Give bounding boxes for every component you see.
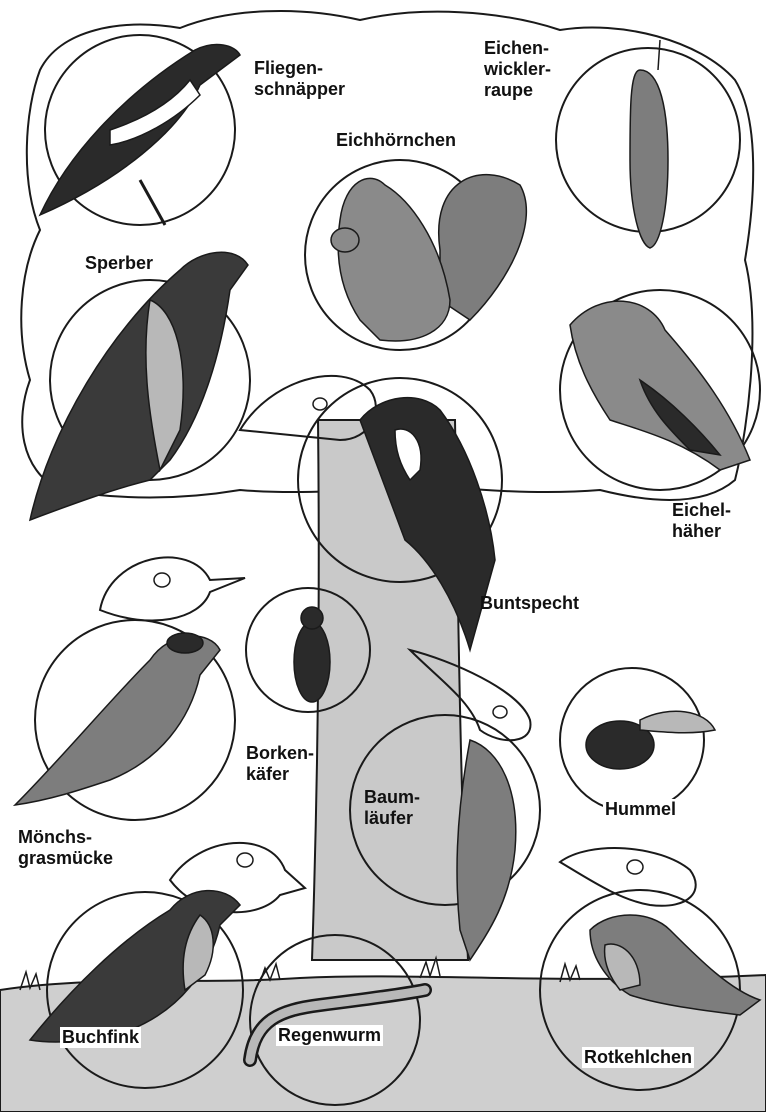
label-eichenwicklerraupe-line-1: Eichen-	[484, 38, 551, 59]
eichelhaeher-drawing	[570, 301, 750, 470]
hummel-drawing	[586, 711, 715, 769]
label-borkenkaefer-line-2: käfer	[246, 764, 314, 785]
label-sperber-text: Sperber	[85, 253, 153, 274]
label-eichelhaeher-line-1: Eichel-	[672, 500, 731, 521]
label-baumlaeufer-line-1: Baum-	[364, 787, 420, 808]
eye-sketch-2	[154, 573, 170, 587]
fliegenschnaepper-drawing	[40, 45, 240, 225]
label-eichelhaeher: Eichel- häher	[672, 500, 731, 542]
label-buntspecht-text: Buntspecht	[480, 593, 579, 614]
label-eichenwicklerraupe-line-2: wickler-	[484, 59, 551, 80]
label-fliegenschnaepper-line-1: Fliegen-	[254, 58, 345, 79]
label-fliegenschnaepper-line-2: schnäpper	[254, 79, 345, 100]
label-eichhoernchen: Eichhörnchen	[336, 130, 456, 151]
label-moenchsgrasmuecke-line-2: grasmücke	[18, 848, 113, 869]
label-rotkehlchen-text: Rotkehlchen	[584, 1047, 692, 1068]
sperber-drawing	[30, 252, 248, 520]
label-regenwurm: Regenwurm	[276, 1025, 383, 1046]
label-baumlaeufer-line-2: läufer	[364, 808, 420, 829]
label-eichelhaeher-line-2: häher	[672, 521, 731, 542]
label-moenchsgrasmuecke-line-1: Mönchs-	[18, 827, 113, 848]
eye-sketch-4	[237, 853, 253, 867]
label-borkenkaefer: Borken- käfer	[246, 743, 314, 785]
label-buchfink: Buchfink	[60, 1027, 141, 1048]
baumlaeufer-drawing	[457, 740, 516, 960]
label-baumlaeufer: Baum- läufer	[364, 787, 420, 829]
label-hummel-text: Hummel	[605, 799, 676, 820]
eye-sketch-5	[627, 860, 643, 874]
label-eichenwicklerraupe: Eichen- wickler- raupe	[484, 38, 551, 101]
label-buchfink-text: Buchfink	[62, 1027, 139, 1048]
label-borkenkaefer-line-1: Borken-	[246, 743, 314, 764]
label-rotkehlchen: Rotkehlchen	[582, 1047, 694, 1068]
label-sperber: Sperber	[85, 253, 153, 274]
eye-sketch-3	[493, 706, 507, 718]
label-regenwurm-text: Regenwurm	[278, 1025, 381, 1046]
label-fliegenschnaepper: Fliegen- schnäpper	[254, 58, 345, 100]
eye-sketch-1	[313, 398, 327, 410]
eichhoernchen-drawing	[331, 175, 526, 341]
eichenwicklerraupe-drawing	[630, 40, 668, 248]
label-eichenwicklerraupe-line-3: raupe	[484, 80, 551, 101]
label-buntspecht: Buntspecht	[480, 593, 579, 614]
label-eichhoernchen-text: Eichhörnchen	[336, 130, 456, 151]
label-moenchsgrasmuecke: Mönchs- grasmücke	[18, 827, 113, 869]
outline-head-sketch-moenchsgrasmuecke	[100, 557, 245, 620]
label-hummel: Hummel	[603, 799, 678, 820]
moenchsgrasmuecke-drawing	[15, 633, 220, 805]
